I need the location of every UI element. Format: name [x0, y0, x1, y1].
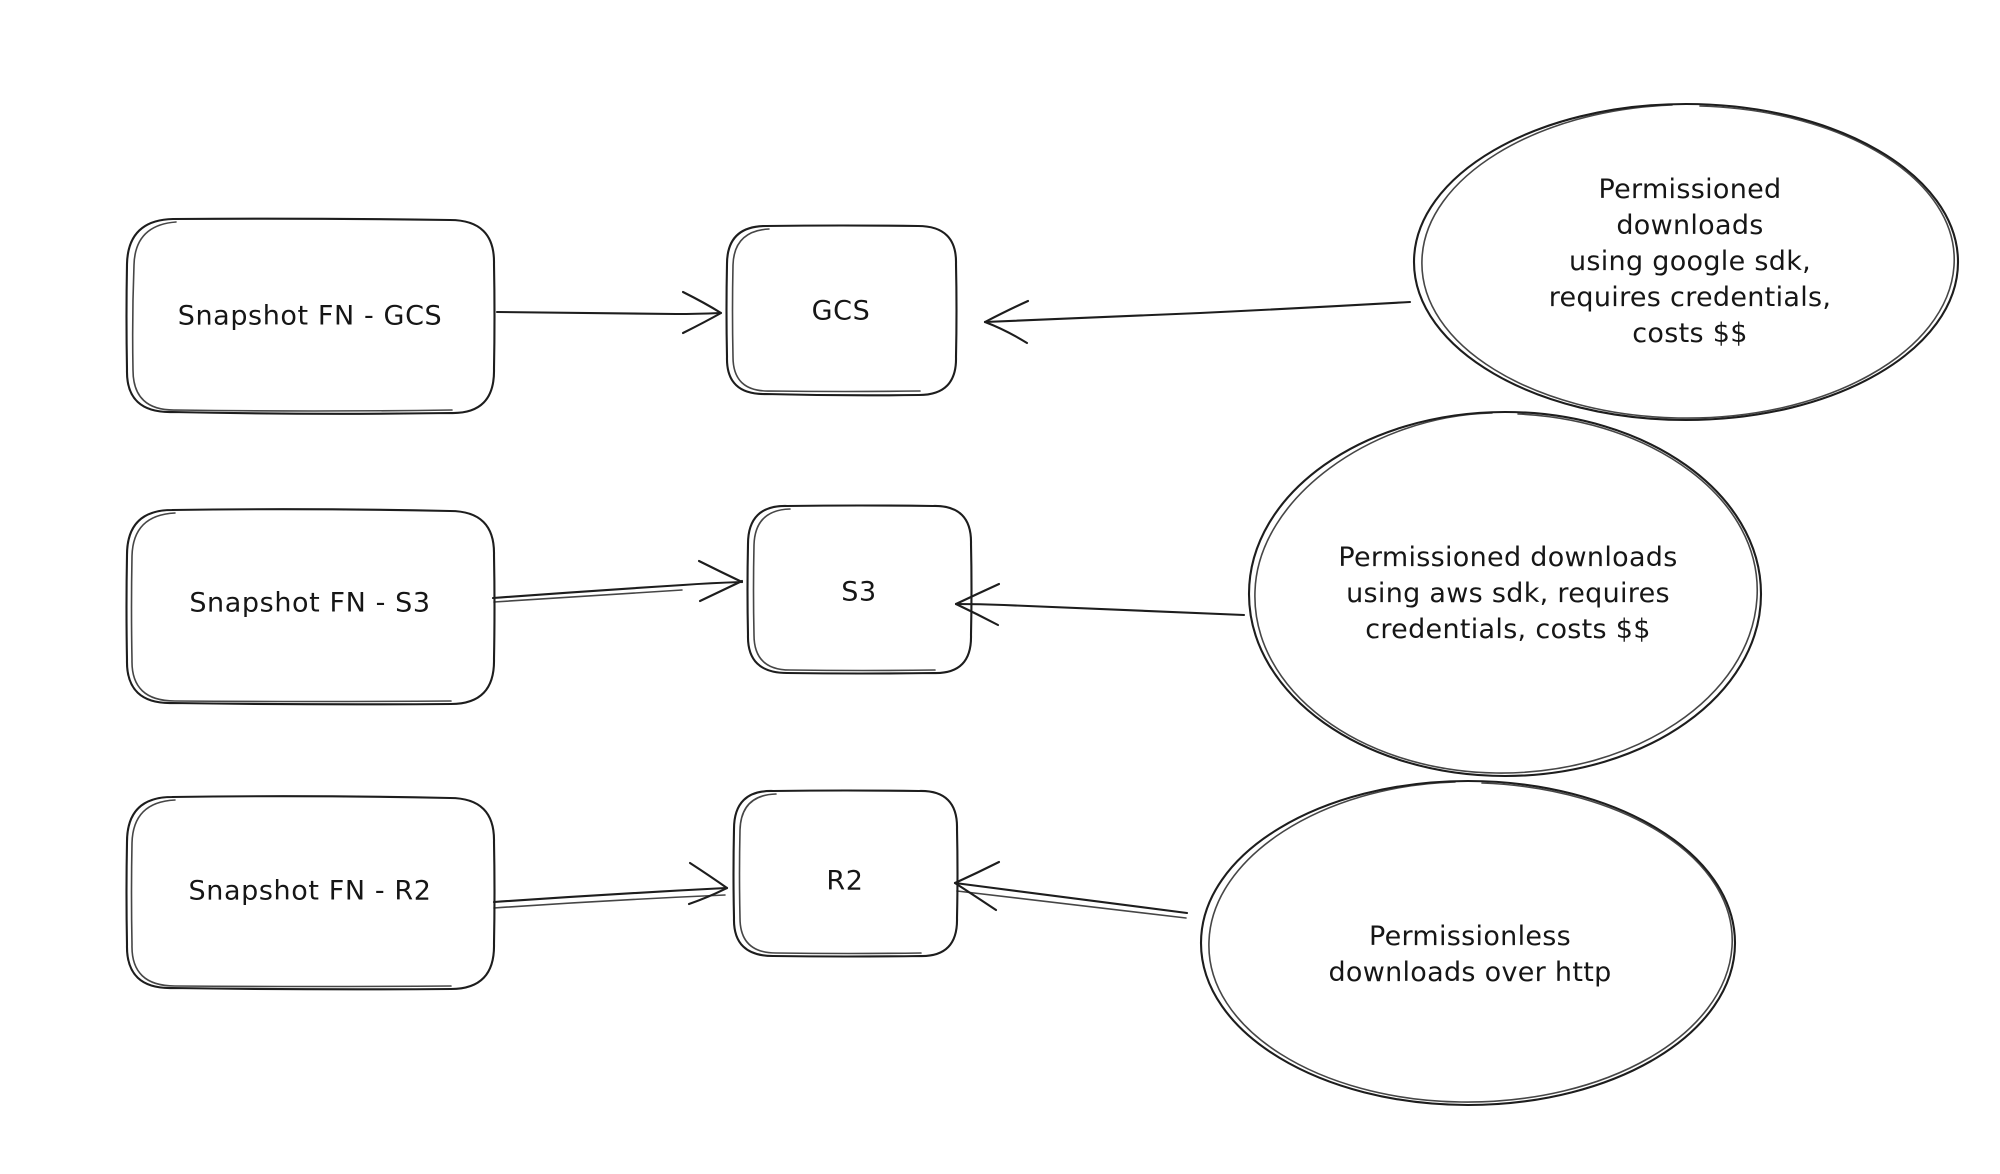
edge-fn-s3-to-s3-shape: [491, 559, 744, 603]
edge-note-to-r2-shape: [953, 860, 1189, 919]
node-s3-shape[interactable]: [746, 504, 973, 675]
node-snapshot-fn-s3-shape[interactable]: [125, 508, 496, 706]
node-snapshot-fn-gcs-shape[interactable]: [125, 217, 496, 415]
edge-fn-r2-to-r2-shape: [492, 861, 729, 909]
node-snapshot-fn-r2-shape[interactable]: [125, 795, 496, 991]
edge-note-to-gcs-shape: [983, 299, 1412, 345]
edge-note-to-s3-shape: [954, 582, 1246, 627]
node-r2-shape[interactable]: [732, 789, 959, 958]
node-gcs-shape[interactable]: [725, 224, 958, 397]
edge-fn-gcs-to-gcs-shape: [495, 290, 723, 335]
annotation-gcs-note-shape[interactable]: [1412, 102, 1960, 422]
annotation-r2-note-shape[interactable]: [1199, 779, 1737, 1107]
annotation-s3-note-shape[interactable]: [1247, 410, 1763, 778]
